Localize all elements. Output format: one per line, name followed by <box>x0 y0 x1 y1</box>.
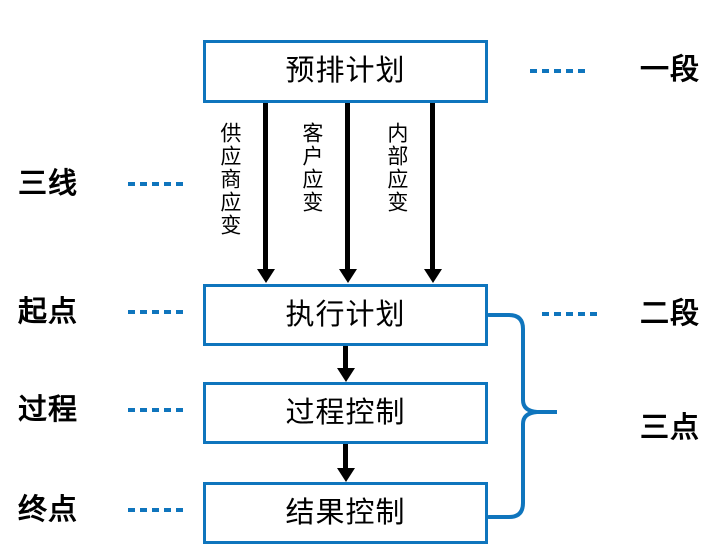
process-box-process-control-label: 过程控制 <box>285 396 406 429</box>
process-box-plan[interactable]: 预排计划 <box>203 40 488 103</box>
right-label-three-points: 三点 <box>640 412 701 444</box>
down-arrow-icon-customer <box>345 103 350 270</box>
dashed-line-icon-end <box>128 508 184 512</box>
left-label-start: 起点 <box>18 296 79 328</box>
down-arrow-icon-supplier <box>263 103 268 270</box>
right-label-stage-one: 一段 <box>640 54 701 86</box>
process-box-result-control-label: 结果控制 <box>285 496 406 529</box>
down-arrow-icon-internal <box>430 103 435 270</box>
down-arrow-icon-execute-to-process <box>343 346 348 369</box>
process-box-execute-label: 执行计划 <box>285 298 406 331</box>
dashed-line-icon-three-lines <box>128 182 184 186</box>
dashed-line-icon-process <box>128 408 184 412</box>
process-box-result-control[interactable]: 结果控制 <box>203 482 488 544</box>
dashed-line-icon-stage-two <box>542 312 600 316</box>
right-label-stage-two: 二段 <box>640 298 701 330</box>
left-label-end: 终点 <box>18 494 79 526</box>
arrow-label-internal: 内部应变 <box>384 122 408 214</box>
left-label-process: 过程 <box>18 394 79 426</box>
left-label-three-lines: 三线 <box>18 168 79 200</box>
arrow-label-customer: 客户应变 <box>299 122 323 214</box>
arrow-label-supplier: 供应商应变 <box>217 122 241 237</box>
curly-brace-icon <box>487 310 557 522</box>
process-box-process-control[interactable]: 过程控制 <box>203 382 488 444</box>
dashed-line-icon-stage-one <box>530 69 588 73</box>
process-box-plan-label: 预排计划 <box>285 55 406 87</box>
dashed-line-icon-start <box>128 310 184 314</box>
process-box-execute[interactable]: 执行计划 <box>203 284 488 346</box>
down-arrow-icon-process-to-result <box>343 444 348 469</box>
